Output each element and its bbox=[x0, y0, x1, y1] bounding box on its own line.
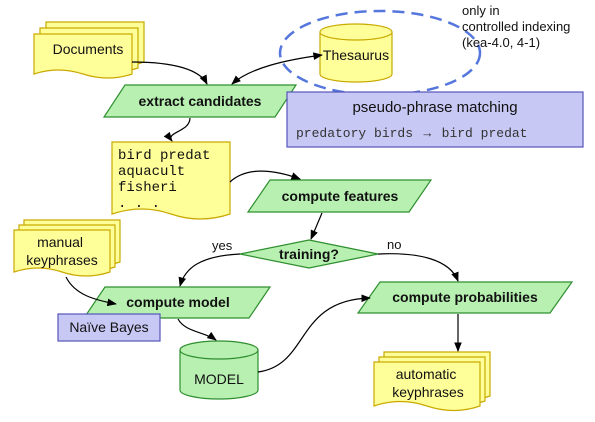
pseudo-phrase-example: predatory birds → bird predat bbox=[296, 125, 527, 141]
automatic-keyphrases-node[interactable]: automatic keyphrases bbox=[373, 351, 491, 412]
edge-model-store bbox=[177, 318, 217, 341]
naive-bayes-box: Naïve Bayes bbox=[57, 313, 161, 342]
documents-node[interactable]: Documents bbox=[33, 21, 145, 79]
compute-model-node[interactable]: compute model bbox=[82, 286, 272, 319]
controlled-indexing-note: only in controlled indexing (kea-4.0, 4-… bbox=[462, 3, 574, 50]
extract-candidates-node[interactable]: extract candidates bbox=[102, 84, 298, 118]
edge-features-training bbox=[310, 212, 323, 240]
candidates-list: bird predat aquacult fisheri . . . bbox=[118, 148, 219, 212]
no-label: no bbox=[387, 237, 401, 252]
documents-label: Documents bbox=[53, 41, 124, 57]
edge-thesaurus-extract bbox=[231, 52, 323, 85]
edge-training-no bbox=[377, 253, 459, 282]
model-node[interactable]: MODEL bbox=[179, 340, 259, 400]
compute-probabilities-label: compute probabilities bbox=[392, 289, 538, 305]
compute-probabilities-node[interactable]: compute probabilities bbox=[356, 281, 574, 314]
edge-documents-extract bbox=[131, 61, 208, 85]
pseudo-phrase-box: pseudo-phrase matching predatory birds →… bbox=[286, 91, 584, 148]
naive-bayes-label: Naïve Bayes bbox=[69, 319, 148, 335]
compute-features-label: compute features bbox=[282, 188, 399, 204]
pseudo-phrase-title: pseudo-phrase matching bbox=[352, 99, 517, 116]
candidates-document[interactable]: bird predat aquacult fisheri . . . bbox=[111, 141, 231, 220]
manual-keyphrases-label: manual keyphrases bbox=[26, 234, 98, 268]
edge-store-probabilities bbox=[257, 294, 371, 373]
model-label: MODEL bbox=[194, 371, 244, 387]
yes-label: yes bbox=[212, 238, 233, 253]
thesaurus-label: Thesaurus bbox=[323, 47, 389, 63]
training-label: training? bbox=[279, 246, 339, 262]
compute-features-node[interactable]: compute features bbox=[246, 179, 433, 213]
edge-extract-candidates bbox=[163, 117, 191, 142]
edge-manual-model bbox=[65, 276, 117, 307]
compute-model-label: compute model bbox=[126, 294, 229, 310]
edge-training-yes bbox=[178, 253, 241, 287]
manual-keyphrases-node[interactable]: manual keyphrases bbox=[13, 219, 121, 277]
automatic-keyphrases-label: automatic keyphrases bbox=[392, 366, 464, 400]
training-decision-node[interactable]: training? bbox=[239, 239, 379, 269]
thesaurus-node[interactable]: Thesaurus bbox=[319, 23, 393, 83]
edge-candidates-features bbox=[229, 170, 301, 183]
extract-candidates-label: extract candidates bbox=[139, 93, 262, 109]
